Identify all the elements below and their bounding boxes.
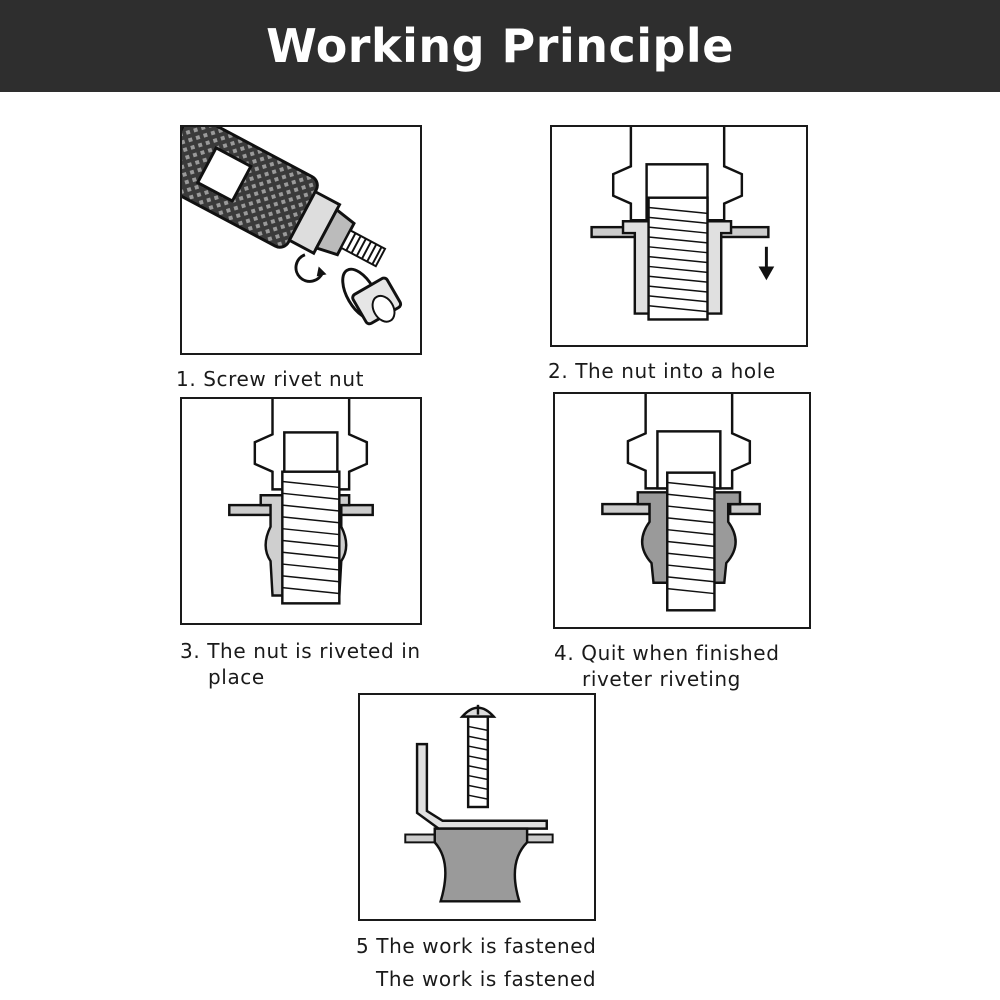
down-arrow-icon bbox=[758, 246, 775, 281]
step-3-caption: 3. The nut is riveted in place bbox=[180, 638, 421, 690]
step-3-panel bbox=[180, 397, 422, 625]
angle-bracket-icon bbox=[415, 742, 548, 830]
step-4-caption-line2: riveter riveting bbox=[582, 667, 741, 691]
step-5-caption: 5 The work is fastened bbox=[356, 934, 597, 958]
title-banner: Working Principle bbox=[0, 0, 1000, 92]
step-5-panel bbox=[358, 693, 596, 921]
step-3-caption-line2: place bbox=[208, 665, 265, 689]
step-3-caption-line1: 3. The nut is riveted in bbox=[180, 639, 421, 663]
rivet-tool-icon bbox=[182, 127, 403, 326]
step-2-panel bbox=[550, 125, 808, 347]
page-title: Working Principle bbox=[266, 19, 734, 73]
step-4-caption: 4. Quit when finished riveter riveting bbox=[554, 640, 780, 692]
screw-icon bbox=[459, 704, 497, 809]
step-4-panel bbox=[553, 392, 811, 629]
rivet-nut-icon bbox=[341, 267, 403, 326]
step-1-panel bbox=[180, 125, 422, 355]
step-4-caption-line1: 4. Quit when finished bbox=[554, 641, 780, 665]
step-2-caption: 2. The nut into a hole bbox=[548, 359, 776, 383]
step-1-caption: 1. Screw rivet nut bbox=[176, 367, 365, 391]
rotate-arrow-icon bbox=[294, 253, 324, 283]
step-5-caption-repeat: The work is fastened bbox=[376, 967, 597, 991]
